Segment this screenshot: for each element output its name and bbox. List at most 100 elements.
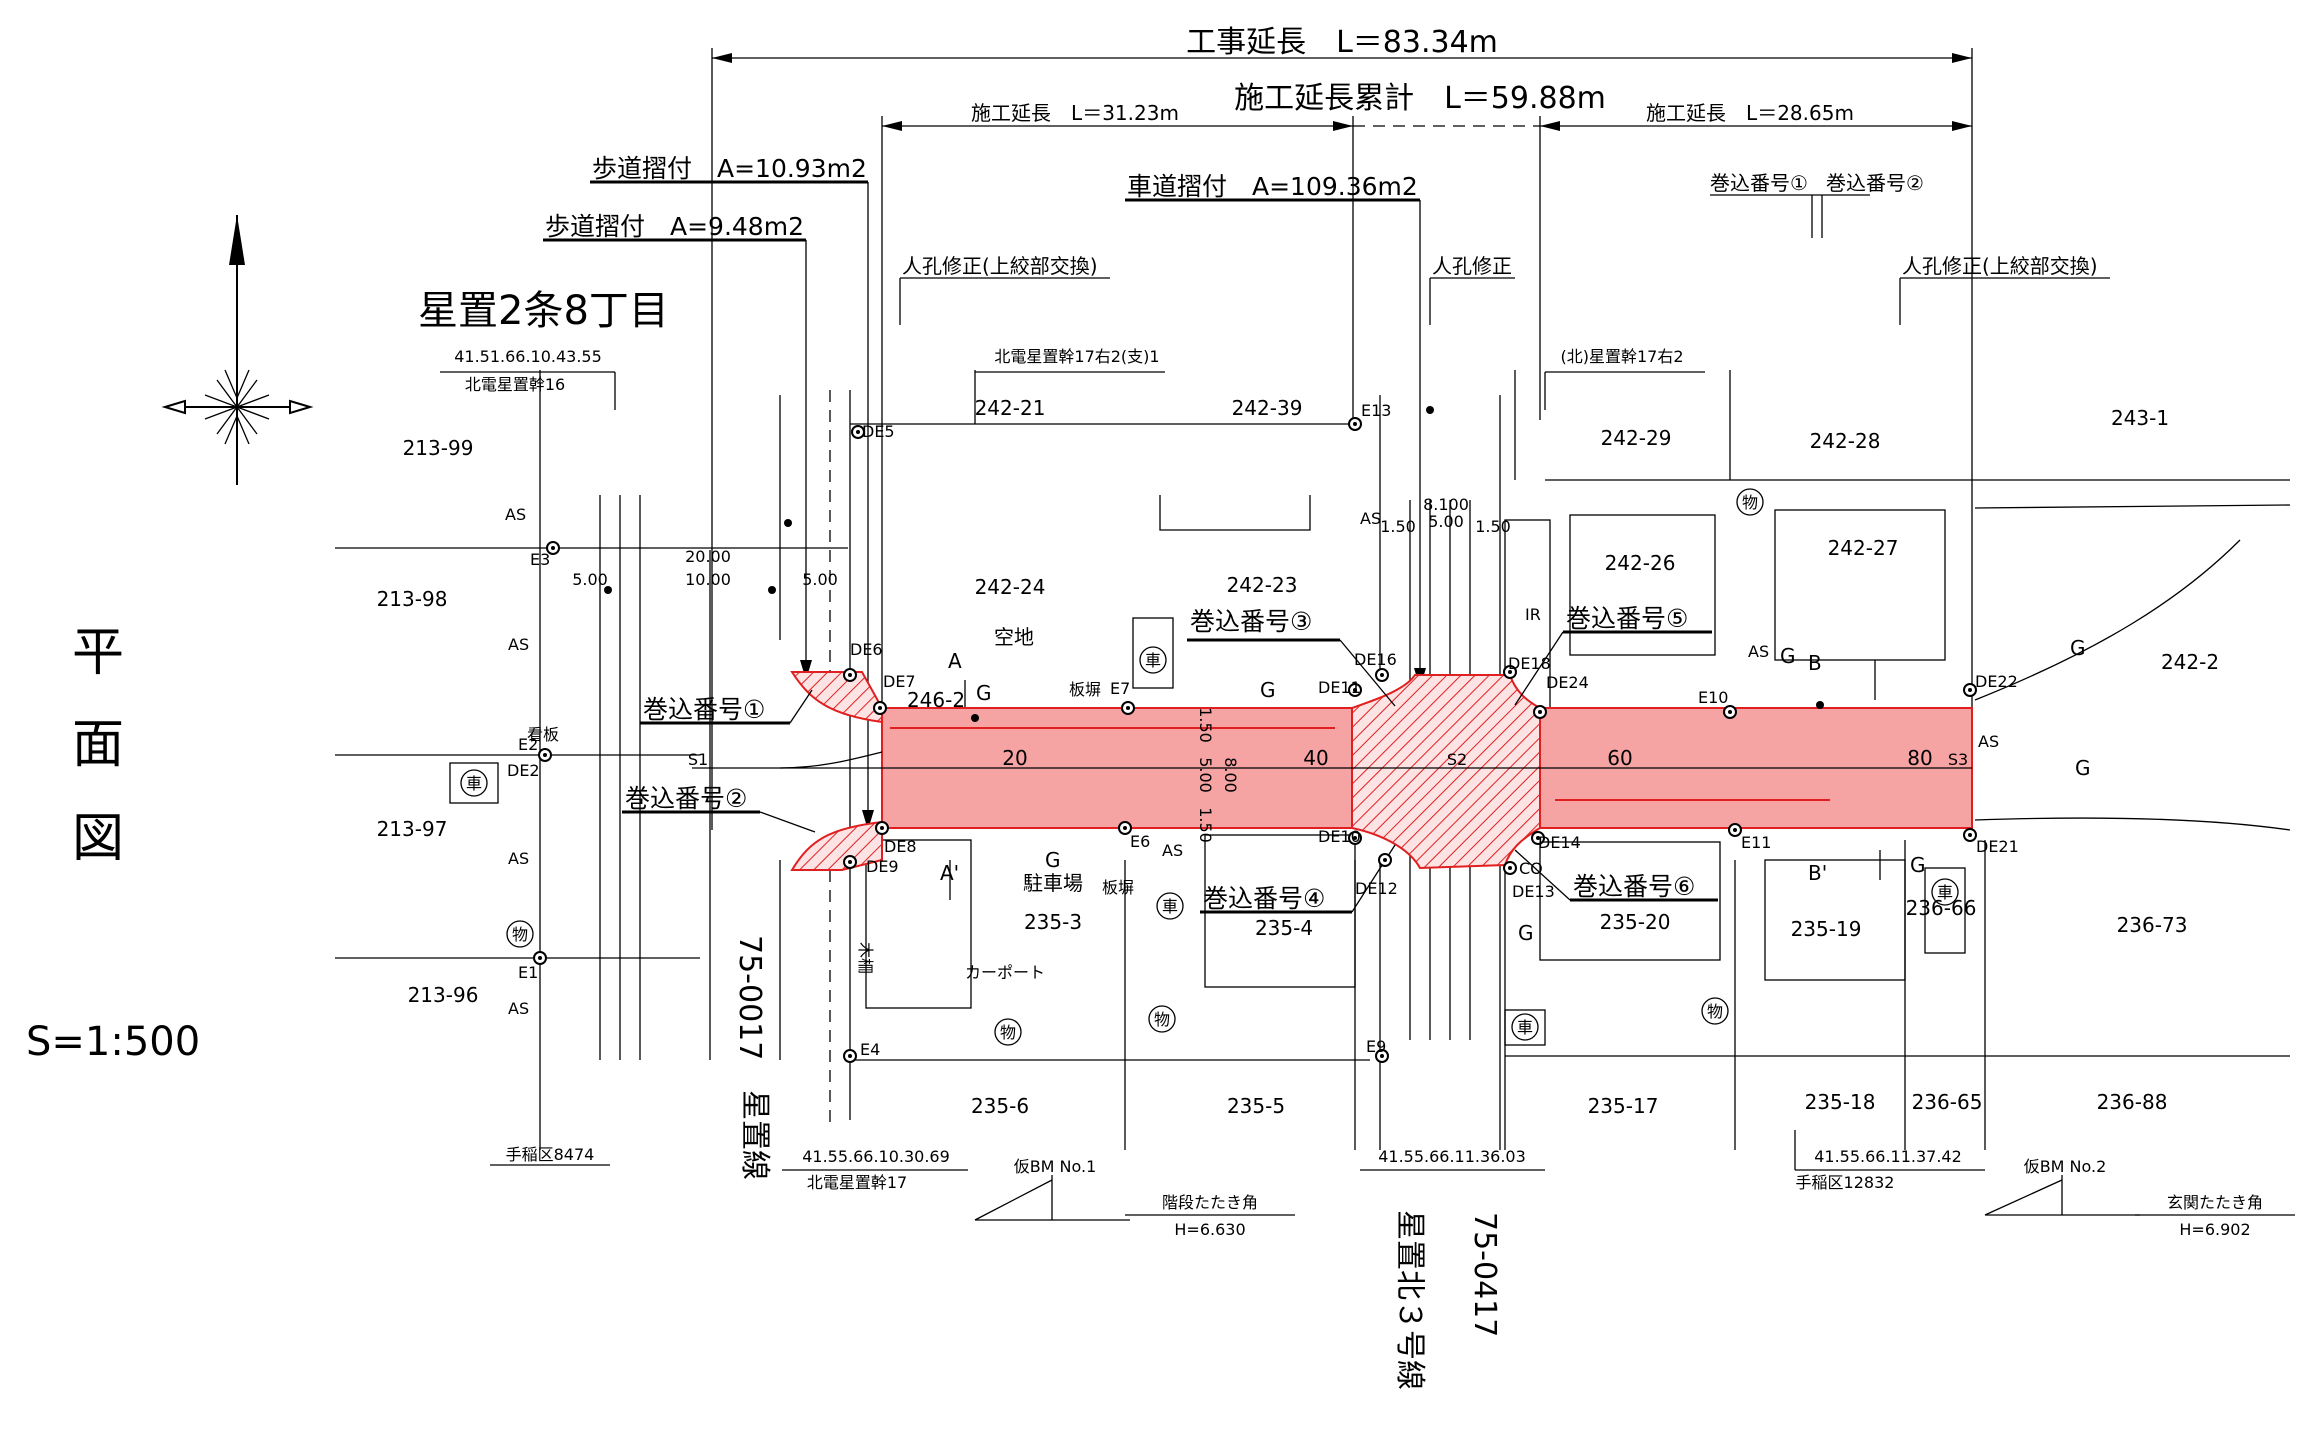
point-e3: E3 <box>530 550 550 569</box>
road-dim-1000: 10.00 <box>685 570 731 589</box>
pole-5-code: 41.55.66.10.30.69 <box>802 1147 950 1166</box>
route-1-number: 75-0017 <box>732 935 767 1060</box>
lot-235-19: 235-19 <box>1791 917 1862 941</box>
pole-2-name: 北電星置幹17右2(支)1 <box>994 347 1159 366</box>
makikomi-1: 巻込番号① <box>643 695 765 724</box>
road-dim-v150b: 1.50 <box>1196 807 1215 843</box>
road-dim-150b: 1.50 <box>1475 517 1511 536</box>
section1-length-label: 施工延長 L＝31.23m <box>971 101 1179 125</box>
manhole-correction-1: 人孔修正(上絞部交換) <box>902 254 1098 278</box>
structure-icon: 物 <box>1000 1023 1016 1042</box>
symbol-as: AS <box>508 635 529 654</box>
pole-5-name: 北電星置幹17 <box>807 1173 907 1192</box>
lot-242-29: 242-29 <box>1601 426 1672 450</box>
wood-fence-label: 木柵 <box>856 942 875 974</box>
symbol-g: G <box>1045 848 1061 872</box>
road-dim-500b: 5.00 <box>802 570 838 589</box>
route-2-number: 75-0417 <box>1467 1212 1502 1337</box>
point-de22: DE22 <box>1975 672 2018 691</box>
station-s1: S1 <box>688 750 708 769</box>
symbol-as: AS <box>1748 642 1769 661</box>
parking-label: 駐車場 <box>1023 871 1083 895</box>
plan-title-char-3: 図 <box>72 809 124 869</box>
dimension-lines <box>711 48 1973 830</box>
bm1-desc: 階段たたき角 <box>1162 1193 1258 1212</box>
point-de14: DE14 <box>1538 833 1581 852</box>
point-de10: DE10 <box>1318 827 1361 846</box>
symbol-as: AS <box>508 849 529 868</box>
station-s2: S2 <box>1447 750 1467 769</box>
lot-213-97: 213-97 <box>377 817 448 841</box>
car-icon: 車 <box>1145 651 1161 670</box>
manhole-correction-3: 人孔修正(上絞部交換) <box>1902 254 2098 278</box>
vacant-lot-label: 空地 <box>994 625 1034 649</box>
lot-246-2: 246-2 <box>907 688 965 712</box>
structure-icon: 物 <box>1154 1010 1170 1029</box>
station-s3: S3 <box>1948 750 1968 769</box>
symbol-co: CO <box>1519 859 1543 878</box>
pole-6-code: 41.55.66.11.36.03 <box>1378 1147 1526 1166</box>
point-de5: DE5 <box>862 422 895 441</box>
section-a-prime: A' <box>940 861 959 885</box>
pole-7-name: 手稲区12832 <box>1796 1173 1895 1192</box>
top-makikomi-1: 巻込番号① <box>1710 171 1808 195</box>
point-e11: E11 <box>1741 833 1771 852</box>
manhole-correction-2: 人孔修正 <box>1432 254 1512 278</box>
lot-242-23: 242-23 <box>1227 573 1298 597</box>
point-e4: E4 <box>860 1040 880 1059</box>
section-b: B <box>1808 651 1822 675</box>
lot-213-98: 213-98 <box>377 587 448 611</box>
total-length-label: 工事延長 L＝83.34m <box>1186 25 1498 60</box>
point-de7: DE7 <box>883 672 916 691</box>
car-icon: 車 <box>1937 883 1953 902</box>
car-icon: 車 <box>466 774 482 793</box>
lot-235-3: 235-3 <box>1024 910 1082 934</box>
road-dim-500a: 5.00 <box>572 570 608 589</box>
north-arrow-icon <box>161 215 314 485</box>
signboard-label: 看板 <box>527 725 559 744</box>
symbol-g: G <box>976 681 992 705</box>
manhole-leaders <box>899 194 2110 325</box>
symbol-ir: IR <box>1525 605 1541 624</box>
lot-235-5: 235-5 <box>1227 1094 1285 1118</box>
symbol-g: G <box>1780 644 1796 668</box>
point-e2: E2 <box>518 735 538 754</box>
lot-243-1: 243-1 <box>2111 406 2169 430</box>
drawing-scale: S=1:500 <box>26 1019 200 1065</box>
station-60: 60 <box>1607 746 1632 770</box>
top-makikomi-2: 巻込番号② <box>1826 171 1924 195</box>
road-dim-150a: 1.50 <box>1380 517 1416 536</box>
point-de9: DE9 <box>866 857 899 876</box>
lot-242-24: 242-24 <box>975 575 1046 599</box>
sidewalk-area-1: 歩道摺付 A=10.93m2 <box>592 154 867 183</box>
lot-235-6: 235-6 <box>971 1094 1029 1118</box>
parcel-lines <box>335 370 2291 1171</box>
point-de18: DE18 <box>1508 654 1551 673</box>
district-name: 星置2条8丁目 <box>418 288 669 334</box>
car-icon: 車 <box>1162 897 1178 916</box>
symbol-as: AS <box>1360 509 1381 528</box>
makikomi-5: 巻込番号⑤ <box>1566 604 1688 633</box>
structure-icon: 物 <box>1742 493 1758 512</box>
bm2-desc: 玄関たたき角 <box>2167 1193 2263 1212</box>
lot-213-99: 213-99 <box>403 436 474 460</box>
symbol-as: AS <box>1978 732 1999 751</box>
road-dim-2000: 20.00 <box>685 547 731 566</box>
bm2-height: H=6.902 <box>2179 1220 2250 1239</box>
roadway-area: 車道摺付 A=109.36m2 <box>1127 172 1418 201</box>
structure-icon: 物 <box>512 925 528 944</box>
fence-label-2: 板塀 <box>1102 878 1134 897</box>
lot-242-28: 242-28 <box>1810 429 1881 453</box>
route-1-name: 星置線 <box>737 1090 772 1180</box>
lot-236-73: 236-73 <box>2117 913 2188 937</box>
makikomi-2: 巻込番号② <box>625 784 747 813</box>
lot-235-17: 235-17 <box>1588 1094 1659 1118</box>
carport-label: カーポート <box>965 963 1045 982</box>
pavement-works <box>692 671 1973 871</box>
lot-235-20: 235-20 <box>1600 910 1671 934</box>
makikomi-3: 巻込番号③ <box>1190 607 1312 636</box>
point-e1: E1 <box>518 963 538 982</box>
road-dim-8100: 8.100 <box>1423 495 1469 514</box>
makikomi-leaders <box>622 630 1718 914</box>
